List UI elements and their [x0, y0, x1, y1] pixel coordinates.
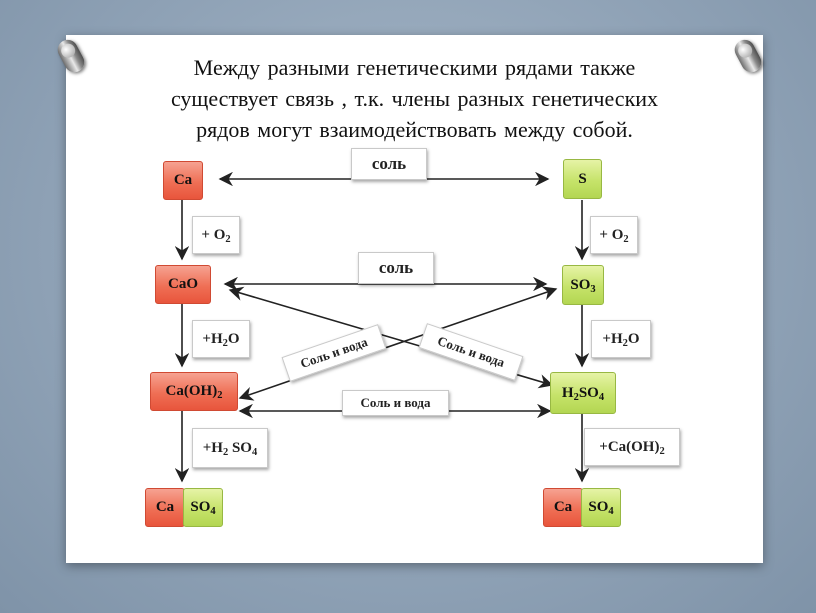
- node-h2so4: H2SO4: [550, 372, 616, 414]
- node-salt-right-so4: SO4: [581, 488, 621, 527]
- heading-line-3: рядов могут взаимодействовать между собо…: [196, 117, 633, 142]
- node-salt-left-so4-label: SO4: [190, 499, 216, 517]
- node-salt-left-ca-label: Ca: [155, 499, 175, 515]
- node-so3: SO3: [562, 265, 604, 305]
- slide-heading: Между разными генетическими рядами также…: [66, 52, 763, 145]
- node-ca-label: Ca: [173, 172, 193, 188]
- reagent-left-h2o: +H2O: [192, 320, 250, 358]
- link-salt-mid: соль: [358, 252, 434, 284]
- node-h2so4-label: H2SO4: [561, 384, 605, 403]
- node-ca: Ca: [163, 161, 203, 200]
- node-caoh2: Ca(OH)2: [150, 372, 238, 411]
- link-salt-top: соль: [351, 148, 427, 180]
- node-salt-right-ca-label: Ca: [553, 499, 573, 515]
- link-salt-top-label: соль: [371, 154, 407, 173]
- link-salt-mid-label: соль: [378, 258, 414, 277]
- node-salt-left-ca: Ca: [145, 488, 185, 527]
- node-s-label: S: [578, 170, 587, 187]
- node-so3-label: SO3: [570, 276, 596, 295]
- node-s: S: [563, 159, 602, 199]
- link-salt-water-bottom: Соль и вода: [342, 390, 449, 416]
- node-salt-right-so4-label: SO4: [588, 499, 614, 517]
- node-salt-left-so4: SO4: [183, 488, 223, 527]
- node-salt-right-ca: Ca: [543, 488, 583, 527]
- arrow-caoh2-so3: [238, 286, 558, 401]
- reagent-right-caoh2: +Ca(OH)2: [584, 428, 680, 466]
- reagent-left-o2: + O2: [192, 216, 240, 254]
- reagent-left-h2so4: +H2 SO4: [192, 428, 268, 468]
- reagent-right-o2: + O2: [590, 216, 638, 254]
- link-salt-water-bottom-label: Соль и вода: [360, 395, 431, 410]
- heading-line-1: Между разными генетическими рядами также: [193, 55, 636, 80]
- heading-line-2: существует связь , т.к. члены разных ген…: [170, 86, 659, 111]
- node-cao: CaO: [155, 265, 211, 304]
- node-caoh2-label: Ca(OH)2: [165, 383, 223, 401]
- reagent-right-h2o: +H2O: [591, 320, 651, 358]
- node-cao-label: CaO: [168, 276, 198, 292]
